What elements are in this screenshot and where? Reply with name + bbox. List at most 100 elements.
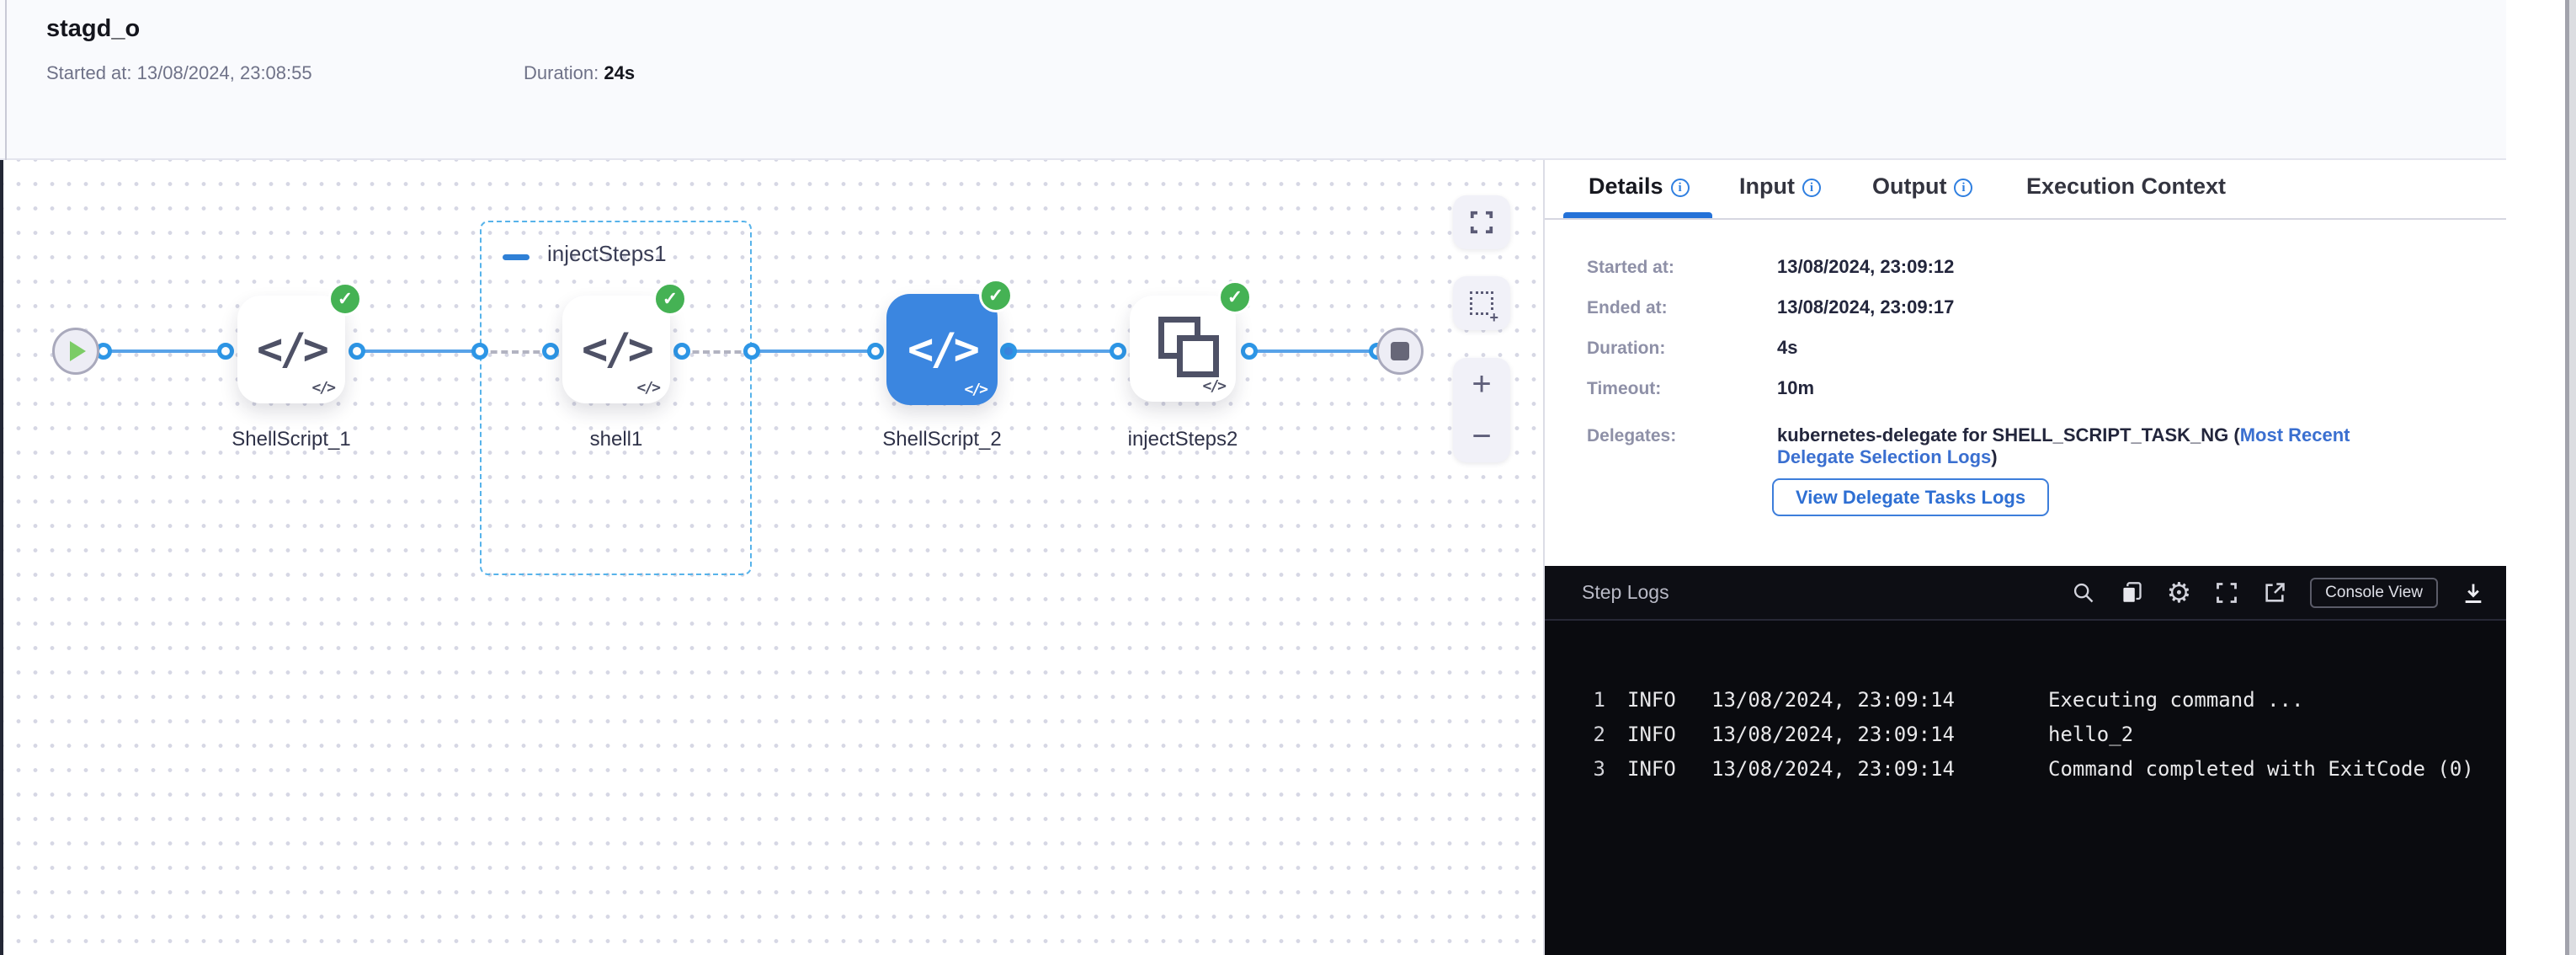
step-logs-title: Step Logs — [1582, 581, 1669, 603]
log-message: Command completed with ExitCode (0) — [2048, 757, 2474, 781]
duration-row-label: Duration: — [1587, 339, 1666, 358]
port-shellscript1-out[interactable] — [349, 343, 365, 360]
shell-script-icon: </> — [582, 324, 654, 375]
step-node-shell1[interactable]: </> </> — [562, 296, 670, 403]
pipeline-start-node[interactable] — [52, 328, 99, 375]
tab-details[interactable]: Details i — [1589, 173, 1690, 200]
info-icon[interactable]: i — [1802, 179, 1821, 197]
success-check-icon: ✓ — [1218, 280, 1252, 314]
duration-value: 24s — [604, 62, 636, 83]
step-logs-header: Step Logs ⚙ — [1545, 566, 2506, 621]
search-logs-button[interactable] — [2071, 580, 2096, 606]
copy-logs-button[interactable] — [2119, 580, 2144, 606]
log-timestamp: 13/08/2024, 23:09:14 — [1711, 723, 1955, 746]
edge-group-to-shellscript2 — [752, 349, 876, 353]
success-check-icon: ✓ — [653, 282, 687, 316]
port-shellscript1-in[interactable] — [217, 343, 234, 360]
fit-to-screen-icon — [1470, 211, 1493, 234]
open-in-new-tab-button[interactable] — [2262, 580, 2287, 606]
zoom-in-button[interactable]: + — [1472, 365, 1492, 403]
tab-input-label: Input — [1739, 173, 1795, 199]
fit-to-screen-button[interactable] — [1453, 195, 1510, 249]
port-group-out[interactable] — [743, 343, 760, 360]
pipeline-end-node[interactable] — [1376, 328, 1424, 375]
step-node-injectsteps2[interactable]: </> — [1130, 296, 1236, 402]
marquee-select-icon — [1470, 291, 1498, 323]
log-level: INFO — [1627, 757, 1676, 781]
step-logs-console: Step Logs ⚙ — [1545, 566, 2506, 955]
step-node-shellscript1[interactable]: </> </> — [237, 296, 345, 403]
delegate-selection-logs-link[interactable]: Most Recent Delegate Selection Logs — [1777, 424, 2350, 467]
duration-row-value: 4s — [1777, 337, 1798, 358]
edge-shellscript2-to-injectsteps2 — [1009, 349, 1118, 353]
log-level: INFO — [1627, 723, 1676, 746]
info-icon[interactable]: i — [1670, 179, 1690, 197]
log-timestamp: 13/08/2024, 23:09:14 — [1711, 757, 1955, 781]
info-icon[interactable]: i — [1954, 179, 1973, 197]
log-timestamp: 13/08/2024, 23:09:14 — [1711, 688, 1955, 712]
step-label-shell1[interactable]: shell1 — [589, 428, 643, 451]
log-output-area[interactable]: 1 INFO 13/08/2024, 23:09:14 Executing co… — [1545, 622, 2506, 955]
tab-output-label: Output — [1872, 173, 1947, 199]
download-logs-button[interactable] — [2461, 580, 2486, 606]
started-at-label: Started at: — [46, 62, 132, 83]
shell-script-icon: </> — [257, 324, 329, 375]
fullscreen-logs-button[interactable] — [2214, 580, 2239, 606]
started-at-meta: Started at: 13/08/2024, 23:08:55 — [46, 62, 312, 84]
ended-at-row-value: 13/08/2024, 23:09:17 — [1777, 296, 1955, 317]
step-label-shellscript2[interactable]: ShellScript_2 — [882, 428, 1002, 451]
edge-shellscript1-to-group — [357, 349, 480, 353]
script-type-icon: </> — [636, 379, 660, 397]
ended-at-row-label: Ended at: — [1587, 298, 1668, 317]
log-line-number: 3 — [1593, 757, 1605, 781]
delegates-row-label: Delegates: — [1587, 426, 1677, 445]
started-at-row-label: Started at: — [1587, 258, 1674, 277]
step-group-icon-front — [1177, 335, 1219, 377]
edge-group-to-shell1-dashed — [480, 350, 551, 354]
port-injectsteps2-in[interactable] — [1110, 343, 1126, 360]
marquee-select-button[interactable] — [1453, 276, 1510, 330]
success-check-icon: ✓ — [328, 282, 362, 316]
download-icon — [2465, 584, 2482, 603]
shell-script-icon: </> — [907, 324, 980, 375]
search-icon — [2073, 583, 2093, 602]
group-label[interactable]: injectSteps1 — [547, 241, 667, 266]
port-shellscript2-out[interactable] — [1000, 343, 1017, 360]
duration-meta: Duration: 24s — [524, 62, 635, 84]
zoom-out-button[interactable]: − — [1472, 418, 1492, 455]
collapse-group-icon[interactable] — [503, 254, 530, 260]
port-group-in[interactable] — [471, 343, 488, 360]
header-left-border — [5, 0, 7, 160]
timeout-row-value: 10m — [1777, 377, 1815, 398]
execution-header: stagd_o Started at: 13/08/2024, 23:08:55… — [0, 0, 2506, 160]
log-line-number: 2 — [1593, 723, 1605, 746]
log-settings-button[interactable]: ⚙ — [2166, 576, 2192, 608]
port-shellscript2-in[interactable] — [867, 343, 884, 360]
zoom-controls[interactable]: + − — [1453, 358, 1510, 462]
active-tab-indicator — [1563, 212, 1712, 218]
port-shell1-out[interactable] — [673, 343, 690, 360]
step-group-injectSteps1[interactable]: injectSteps1 — [480, 221, 752, 575]
timeout-row-label: Timeout: — [1587, 379, 1662, 398]
tab-execution-context[interactable]: Execution Context — [2026, 173, 2226, 200]
log-message: Executing command ... — [2048, 688, 2304, 712]
log-message: hello_2 — [2048, 723, 2134, 746]
success-check-icon: ✓ — [979, 279, 1013, 312]
step-label-shellscript1[interactable]: ShellScript_1 — [232, 428, 351, 451]
view-delegate-tasks-logs-button[interactable]: View Delegate Tasks Logs — [1772, 478, 2050, 516]
pipeline-graph-canvas[interactable]: injectSteps1 </> </> </> </> </> </> </> — [0, 160, 1543, 955]
started-at-row-value: 13/08/2024, 23:09:12 — [1777, 256, 1955, 277]
tab-execution-context-label: Execution Context — [2026, 173, 2227, 199]
step-node-shellscript2-selected[interactable]: </> </> — [886, 294, 998, 405]
step-logs-toolbar: ⚙ Console View — [2071, 576, 2486, 608]
tab-details-label: Details — [1589, 173, 1663, 199]
window-scrollbar-track[interactable] — [2569, 0, 2576, 955]
step-label-injectsteps2[interactable]: injectSteps2 — [1127, 428, 1238, 451]
window-edge-line — [2565, 0, 2569, 955]
port-shell1-in[interactable] — [542, 343, 559, 360]
port-injectsteps2-out[interactable] — [1241, 343, 1258, 360]
console-view-button[interactable]: Console View — [2310, 577, 2438, 608]
